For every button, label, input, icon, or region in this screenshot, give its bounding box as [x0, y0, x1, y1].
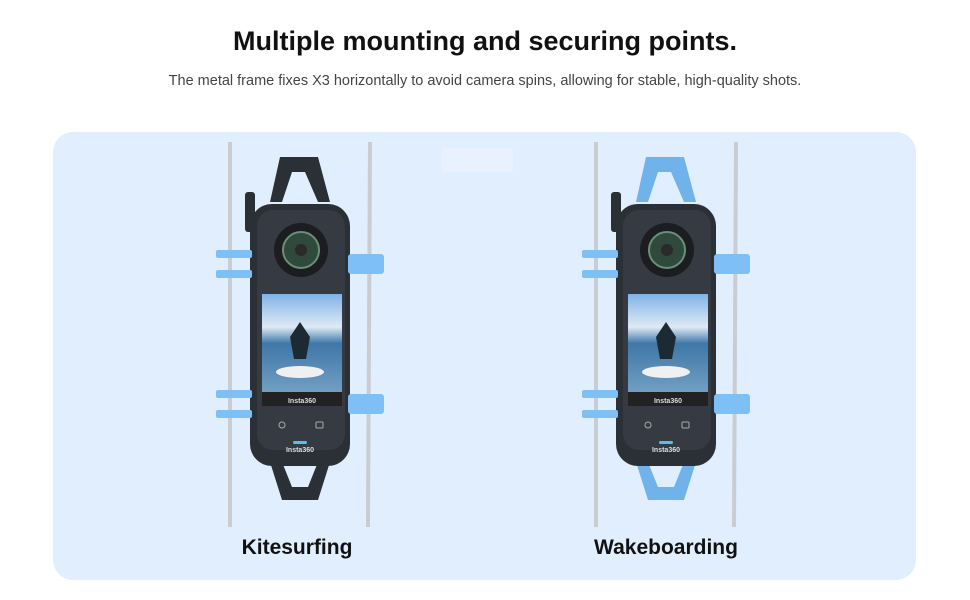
clip	[348, 394, 384, 414]
bottom-strap	[270, 462, 330, 500]
body-brand: Insta360	[286, 447, 314, 454]
clip	[216, 270, 252, 278]
clip	[582, 270, 618, 278]
clip	[582, 390, 618, 398]
screen-brand: Insta360	[654, 398, 682, 405]
wakeboarding-label: Wakeboarding	[594, 536, 738, 559]
wakeboarding-camera-image: Insta360 Insta360	[546, 132, 786, 532]
rope-right	[366, 141, 372, 528]
decorative-overlay	[441, 148, 513, 172]
rope-right	[732, 141, 738, 528]
mounting-showcase-panel: Insta360 Insta360 Kitesurfing Insta360	[53, 132, 916, 580]
page-title: Multiple mounting and securing points.	[233, 26, 737, 56]
kitesurfing-camera-image: Insta360 Insta360	[180, 132, 420, 532]
screen-brand: Insta360	[288, 398, 316, 405]
clip	[714, 254, 750, 274]
top-strap	[270, 157, 330, 202]
clip	[216, 390, 252, 398]
top-strap	[636, 157, 696, 202]
clip	[582, 410, 618, 418]
clip	[714, 394, 750, 414]
body-brand: Insta360	[652, 447, 680, 454]
clip	[216, 250, 252, 258]
clip	[216, 410, 252, 418]
clip	[582, 250, 618, 258]
bottom-strap	[636, 462, 696, 500]
page-subtitle: The metal frame fixes X3 horizontally to…	[168, 73, 802, 89]
clip	[348, 254, 384, 274]
kitesurfing-label: Kitesurfing	[241, 536, 353, 559]
